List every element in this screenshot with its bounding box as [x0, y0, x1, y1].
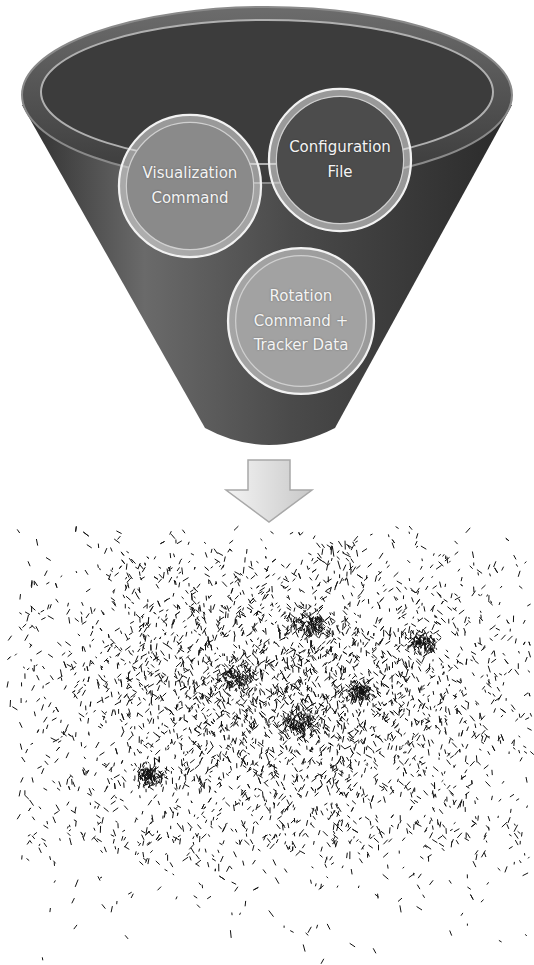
circle-outline [266, 86, 414, 234]
vector-strokes [7, 526, 534, 964]
funnel-rim [22, 7, 512, 183]
node-label: Rotation Command + Tracker Data [246, 284, 355, 358]
text-area: Rotation Command + Tracker Data [246, 266, 355, 375]
circle-node: Visualization Command [116, 112, 264, 260]
node-label: Configuration File [287, 135, 394, 185]
text-area: Visualization Command [137, 133, 244, 240]
circle-node: Configuration File [266, 86, 414, 234]
down-arrow [226, 460, 312, 522]
funnel-opening [41, 20, 493, 164]
circle-node: Rotation Command + Tracker Data [225, 245, 377, 397]
circle-outline [116, 112, 264, 260]
text-area: Configuration File [287, 107, 394, 214]
node-label: Visualization Command [137, 161, 244, 211]
vector-field-plot [7, 526, 534, 964]
